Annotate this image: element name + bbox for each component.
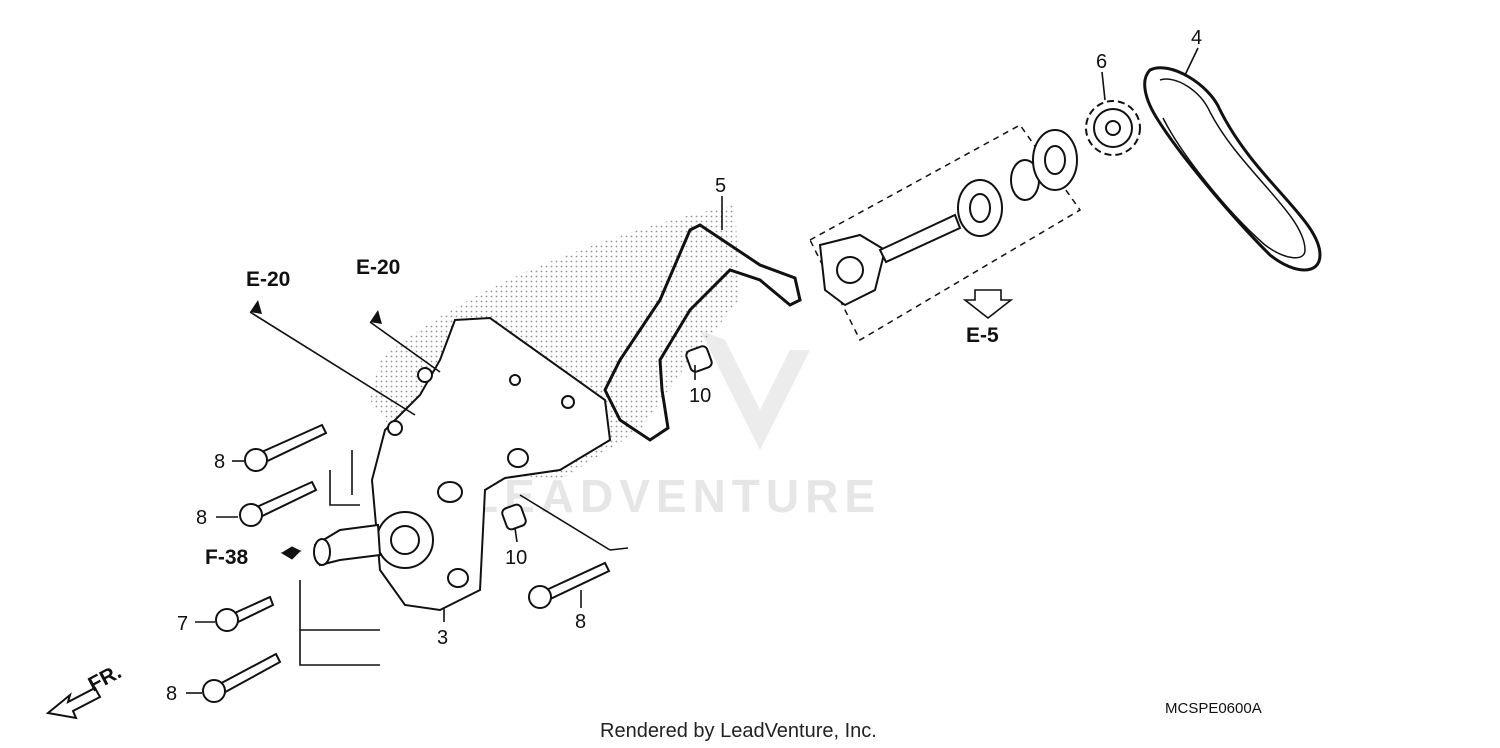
callout-8-mid: 8 <box>196 507 207 529</box>
ref-e20-right: E-20 <box>356 256 400 279</box>
callout-10-upper: 10 <box>689 385 711 407</box>
bolt-short <box>215 595 275 632</box>
callout-8-lower: 8 <box>166 683 177 705</box>
watermark-text: LEADVENTURE <box>470 470 881 522</box>
callout-5: 5 <box>715 175 726 197</box>
front-arrow-icon <box>45 686 102 720</box>
ref-e5: E-5 <box>966 324 999 347</box>
pump-impeller-shaft <box>818 129 1078 307</box>
leader-lines <box>186 47 1199 694</box>
bolt-mid <box>239 480 318 527</box>
bolt-right <box>528 561 611 609</box>
callout-8-right: 8 <box>575 611 586 633</box>
callout-3: 3 <box>437 627 448 649</box>
bolt-upper <box>244 423 328 472</box>
dowel-collar-lower <box>501 503 527 531</box>
f38-arrow <box>280 546 302 560</box>
footer-credit: Rendered by LeadVenture, Inc. <box>600 720 877 742</box>
callout-7: 7 <box>177 613 188 635</box>
diagram-code: MCSPE0600A <box>1165 700 1262 717</box>
callout-8-upper: 8 <box>214 451 225 473</box>
ref-f38: F-38 <box>205 546 249 569</box>
pump-sprocket <box>1085 100 1141 156</box>
watermark: LEADVENTURE <box>470 330 881 522</box>
e20-arrows <box>250 300 382 324</box>
dowel-collar-upper <box>685 345 713 373</box>
callout-6: 6 <box>1096 51 1107 73</box>
o-ring-gasket <box>603 223 802 442</box>
bolt-lower <box>202 652 282 703</box>
ref-e20-left: E-20 <box>246 268 290 291</box>
shaft-assembly-box <box>809 124 1082 342</box>
drive-chain <box>1143 66 1322 272</box>
pump-cover <box>313 316 612 612</box>
callout-10-lower: 10 <box>505 547 527 569</box>
callout-4: 4 <box>1191 27 1202 49</box>
e5-hollow-arrow <box>962 289 1014 320</box>
